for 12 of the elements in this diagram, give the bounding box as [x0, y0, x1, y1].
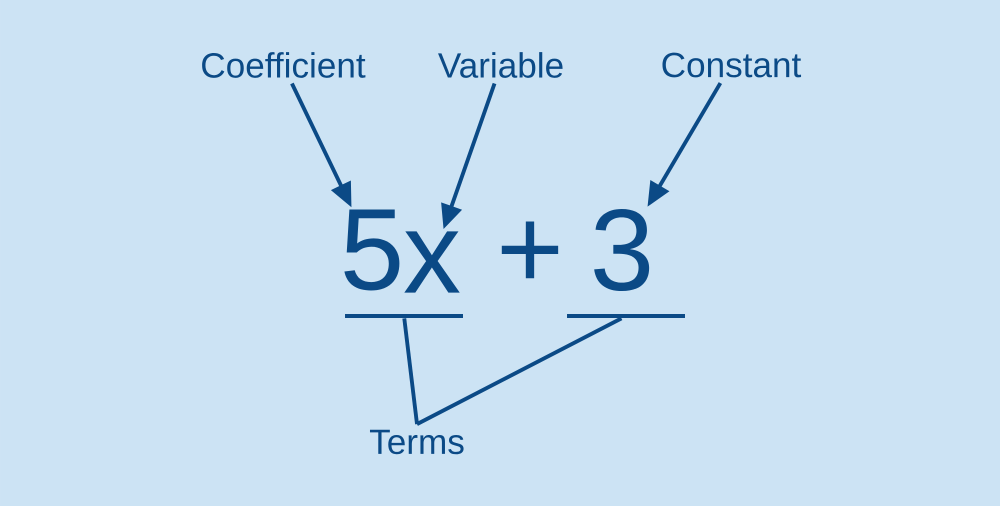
connector-line: [416, 316, 622, 426]
plus-sign: +: [502, 222, 558, 278]
expression-term: 5: [344, 210, 400, 290]
expression-term: 3: [594, 208, 650, 292]
connector-line: [402, 318, 419, 424]
underline-bar: [345, 314, 463, 318]
label-text: Variable: [438, 52, 563, 78]
underline-bar: [567, 314, 685, 318]
label-text: Coefficient: [202, 52, 366, 78]
expression-term: x: [404, 231, 460, 293]
label-text: Terms: [370, 430, 464, 454]
label-text: Constant: [662, 52, 802, 78]
